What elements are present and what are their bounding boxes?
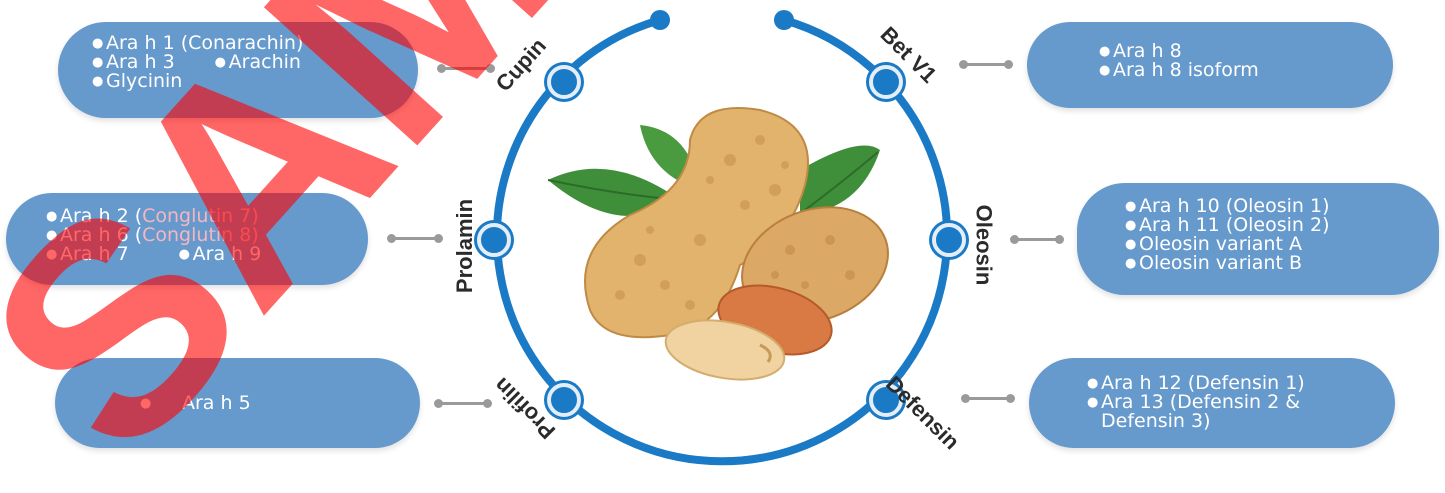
connector-defensin [965,397,1011,400]
list-item: ●Oleosin variant B [1125,254,1439,273]
node-cupin[interactable] [547,65,581,99]
profilin-allergen-list: ●Ara h 5 [55,358,420,448]
connector-prolamin [391,237,439,240]
node-profilin[interactable] [547,383,581,417]
list-item: ●Ara h 7●Ara h 9 [46,245,368,264]
peanut-illustration [548,108,904,388]
connector-cupin [441,67,491,70]
cupin-allergen-list: ●Ara h 1 (Conarachin) ●Ara h 3●Arachin ●… [58,22,418,118]
connector-bet-v1 [963,63,1009,66]
ring-end-dot-right [774,10,794,30]
oleosin-allergen-list: ●Ara h 10 (Oleosin 1) ●Ara h 11 (Oleosin… [1077,183,1439,295]
prolamin-allergen-list: ●Ara h 2 (Conglutin 7) ●Ara h 6 (Conglut… [6,193,368,285]
node-oleosin[interactable] [932,223,966,257]
list-item: ●Ara h 5 [140,394,420,413]
list-item: ●Glycinin [92,72,418,91]
node-bet-v1[interactable] [869,65,903,99]
ring-end-dot-left [650,10,670,30]
defensin-allergen-list: ●Ara h 12 (Defensin 1) ●Ara 13 (Defensin… [1029,358,1395,448]
list-item: Defensin 3) [1087,412,1395,431]
list-item: ●Ara h 8 isoform [1099,61,1393,80]
bet-v1-allergen-list: ●Ara h 8 ●Ara h 8 isoform [1027,22,1393,108]
label-prolamin: Prolamin [452,199,478,293]
node-prolamin[interactable] [477,223,511,257]
connector-oleosin [1014,238,1060,241]
label-oleosin: Oleosin [970,205,996,286]
connector-profilin [438,402,488,405]
